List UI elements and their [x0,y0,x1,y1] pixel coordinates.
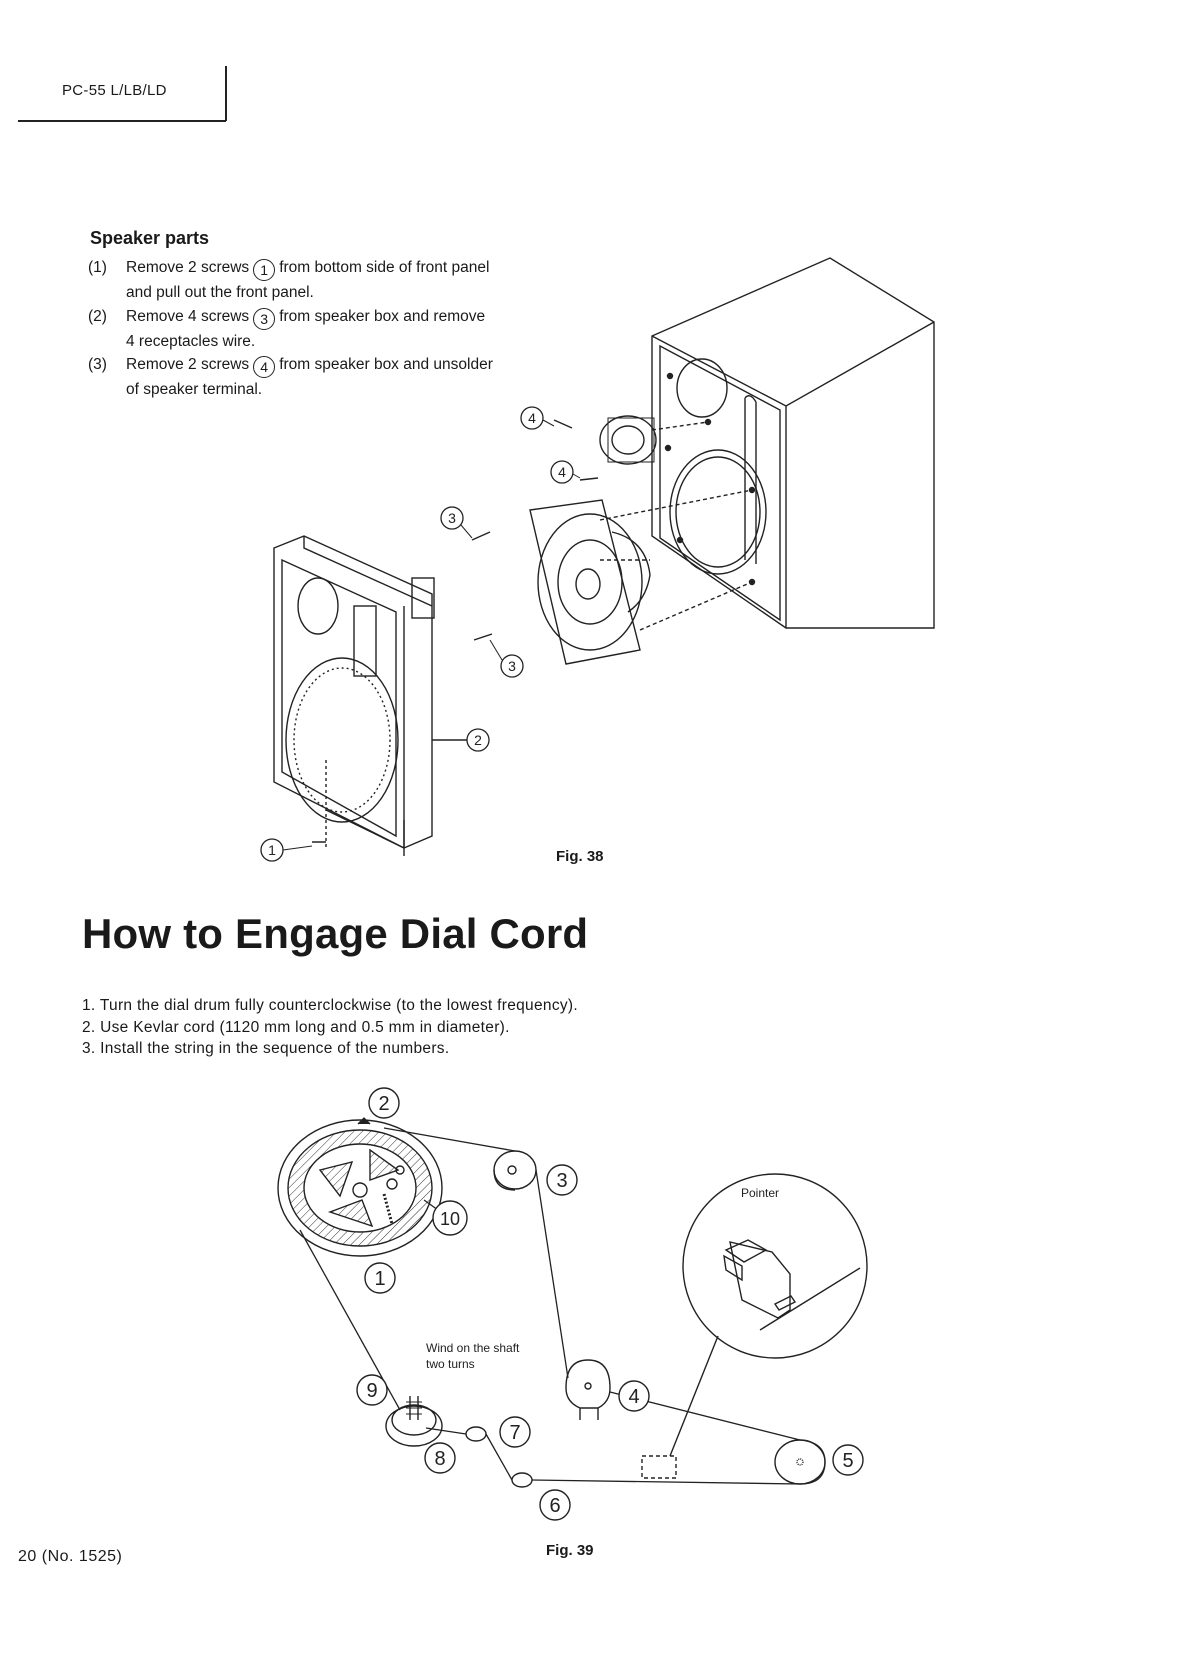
callout-4: 4 [618,1380,650,1412]
step-number: (1) [88,259,107,276]
step-text-cont: 4 receptacles wire. [126,332,256,350]
step-text: Remove 4 screws [126,307,250,325]
callout-3a: 3 [440,506,473,539]
callout-2: 2 [466,728,490,752]
dial-cord [299,1117,826,1485]
svg-text:9: 9 [366,1380,377,1402]
svg-text:1: 1 [268,842,276,858]
dial-cord-title: How to Engage Dial Cord [82,910,589,957]
svg-text:4: 4 [558,464,566,480]
callout-8: 8 [424,1442,456,1474]
svg-text:3: 3 [508,658,516,674]
callout-2: 2 [368,1087,400,1119]
circled-number: 1 [253,259,276,281]
instruction-3: 3. Install the string in the sequence of… [82,1040,450,1057]
tweeter [599,415,709,465]
pulley-4 [565,1359,611,1420]
svg-text:7: 7 [509,1422,520,1444]
dial-drum [277,1119,443,1257]
pulley-6 [511,1472,533,1488]
step-text: from speaker box and remove [279,307,486,325]
figure-39-caption: Fig. 39 [546,1542,594,1559]
callout-1: 1 [364,1262,396,1294]
front-panel [273,535,435,849]
woofer [529,489,753,665]
callout-9: 9 [356,1374,388,1406]
callout-4a: 4 [520,406,555,430]
speaker-parts-heading: Speaker parts [90,228,210,248]
svg-text:3: 3 [556,1170,567,1192]
svg-text:8: 8 [434,1448,445,1470]
pointer-position [641,1455,677,1479]
step-number: (3) [88,356,107,373]
callout-6: 6 [539,1489,571,1521]
callout-7: 7 [499,1416,531,1448]
callout-10: 10 [432,1200,468,1236]
figure-38-caption: Fig. 38 [556,848,604,865]
dial-cord-instructions: 1. Turn the dial drum fully counterclock… [82,995,578,1060]
step-text-cont: of speaker terminal. [126,381,263,398]
step-text: Remove 2 screws [126,356,250,373]
pulley-5 [774,1439,826,1485]
header-rule [18,120,226,122]
instruction-2: 2. Use Kevlar cord (1120 mm long and 0.5… [82,1018,510,1036]
callout-3: 3 [546,1164,578,1196]
svg-text:5: 5 [842,1450,853,1472]
step-text: Remove 2 screws [126,259,250,276]
step-text: from bottom side of front panel [279,259,490,276]
pulley-7 [465,1426,487,1442]
callout-1: 1 [260,838,313,862]
svg-text:4: 4 [628,1386,639,1408]
step-text-cont: and pull out the front panel. [126,284,314,301]
tuning-shaft [385,1396,443,1447]
pointer-label: Pointer [741,1186,779,1200]
shaft-note-line2: two turns [426,1357,475,1371]
shaft-note-line1: Wind on the shaft [426,1341,520,1355]
circled-number: 3 [253,307,276,330]
pulley-3 [493,1150,537,1191]
svg-text:4: 4 [528,410,536,426]
svg-text:2: 2 [474,732,482,748]
svg-text:10: 10 [440,1209,460,1229]
model-number: PC-55 L/LB/LD [62,82,167,99]
callout-4b: 4 [550,460,581,484]
instruction-1: 1. Turn the dial drum fully counterclock… [82,997,578,1014]
step-number: (2) [88,307,107,325]
speaker-cabinet [651,257,935,629]
circled-number: 4 [253,356,276,378]
callout-3b: 3 [489,639,524,678]
svg-text:6: 6 [549,1495,560,1517]
svg-text:3: 3 [448,510,456,526]
pointer-detail [669,1173,868,1457]
step-text: from speaker box and unsolder [279,356,493,373]
header-rule-vertical [225,66,227,121]
page-footer: 20 (No. 1525) [18,1548,123,1565]
svg-text:1: 1 [374,1268,385,1290]
callout-5: 5 [832,1444,864,1476]
svg-text:2: 2 [378,1093,389,1115]
